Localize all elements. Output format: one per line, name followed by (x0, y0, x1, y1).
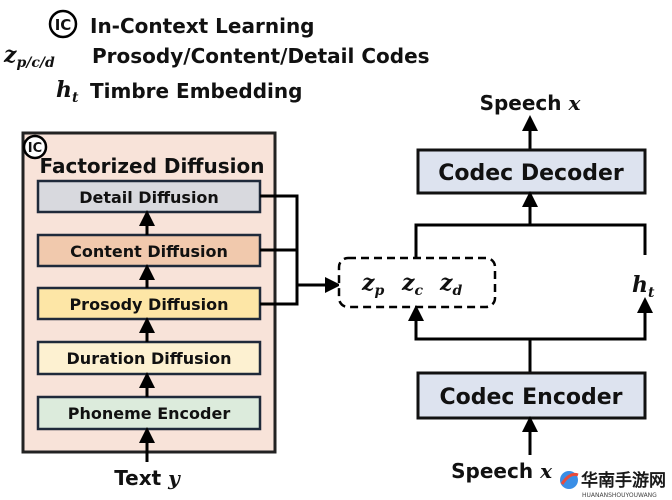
speech-output-label: Speech x (480, 91, 582, 115)
codec-decoder-label: Codec Decoder (438, 161, 624, 186)
text-input-label: Text y (114, 466, 181, 490)
panel-badge: IC (28, 141, 42, 156)
content-diffusion-block (36, 233, 262, 268)
speech-input-label: Speech x (451, 459, 553, 483)
legend-z-symbol: zp/c/d (3, 42, 55, 71)
phoneme-encoder-label: Phoneme Encoder (68, 404, 231, 423)
watermark-logo: 华南手游网 HUANANSHOUYOUWANG (558, 460, 672, 500)
legend-h-label: Timbre Embedding (90, 79, 302, 103)
legend-h-symbol: ht (56, 77, 79, 106)
timbre-embedding-ht: ht (632, 272, 655, 301)
ic-badge-icon (22, 134, 48, 160)
prosody-diffusion-label: Prosody Diffusion (69, 295, 228, 314)
detail-diffusion-block (36, 179, 262, 214)
factorized-diffusion-panel: IC Factorized Diffusion Detail Diffusion… (21, 131, 277, 490)
duration-diffusion-label: Duration Diffusion (67, 349, 232, 368)
codec-encoder-block (416, 371, 647, 420)
watermark-text: 华南手游网 (581, 470, 666, 491)
detail-diffusion-label: Detail Diffusion (79, 188, 219, 207)
content-diffusion-label: Content Diffusion (70, 242, 228, 261)
legend-ic-label: In-Context Learning (90, 14, 315, 38)
diffusion-to-codes-connector (260, 194, 341, 306)
legend-z-label: Prosody/Content/Detail Codes (92, 44, 430, 68)
code-zp: zp (361, 270, 385, 299)
codes-group: zp zc zd ht (337, 256, 655, 309)
ic-badge-icon (48, 9, 78, 39)
legend-ic-symbol: IC (55, 16, 72, 34)
watermark-subtext: HUANANSHOUYOUWANG (582, 492, 657, 499)
codec-encoder-label: Codec Encoder (440, 385, 623, 410)
codec-group: Speech x Codec Decoder Codec Encoder Spe… (408, 91, 653, 483)
panel-title: Factorized Diffusion (40, 154, 265, 178)
duration-diffusion-block (36, 340, 262, 376)
code-zc: zc (401, 270, 424, 299)
legend: IC In-Context Learning zp/c/d Prosody/Co… (3, 9, 430, 106)
decoder-input-connector (414, 223, 647, 258)
code-zd: zd (439, 270, 463, 299)
